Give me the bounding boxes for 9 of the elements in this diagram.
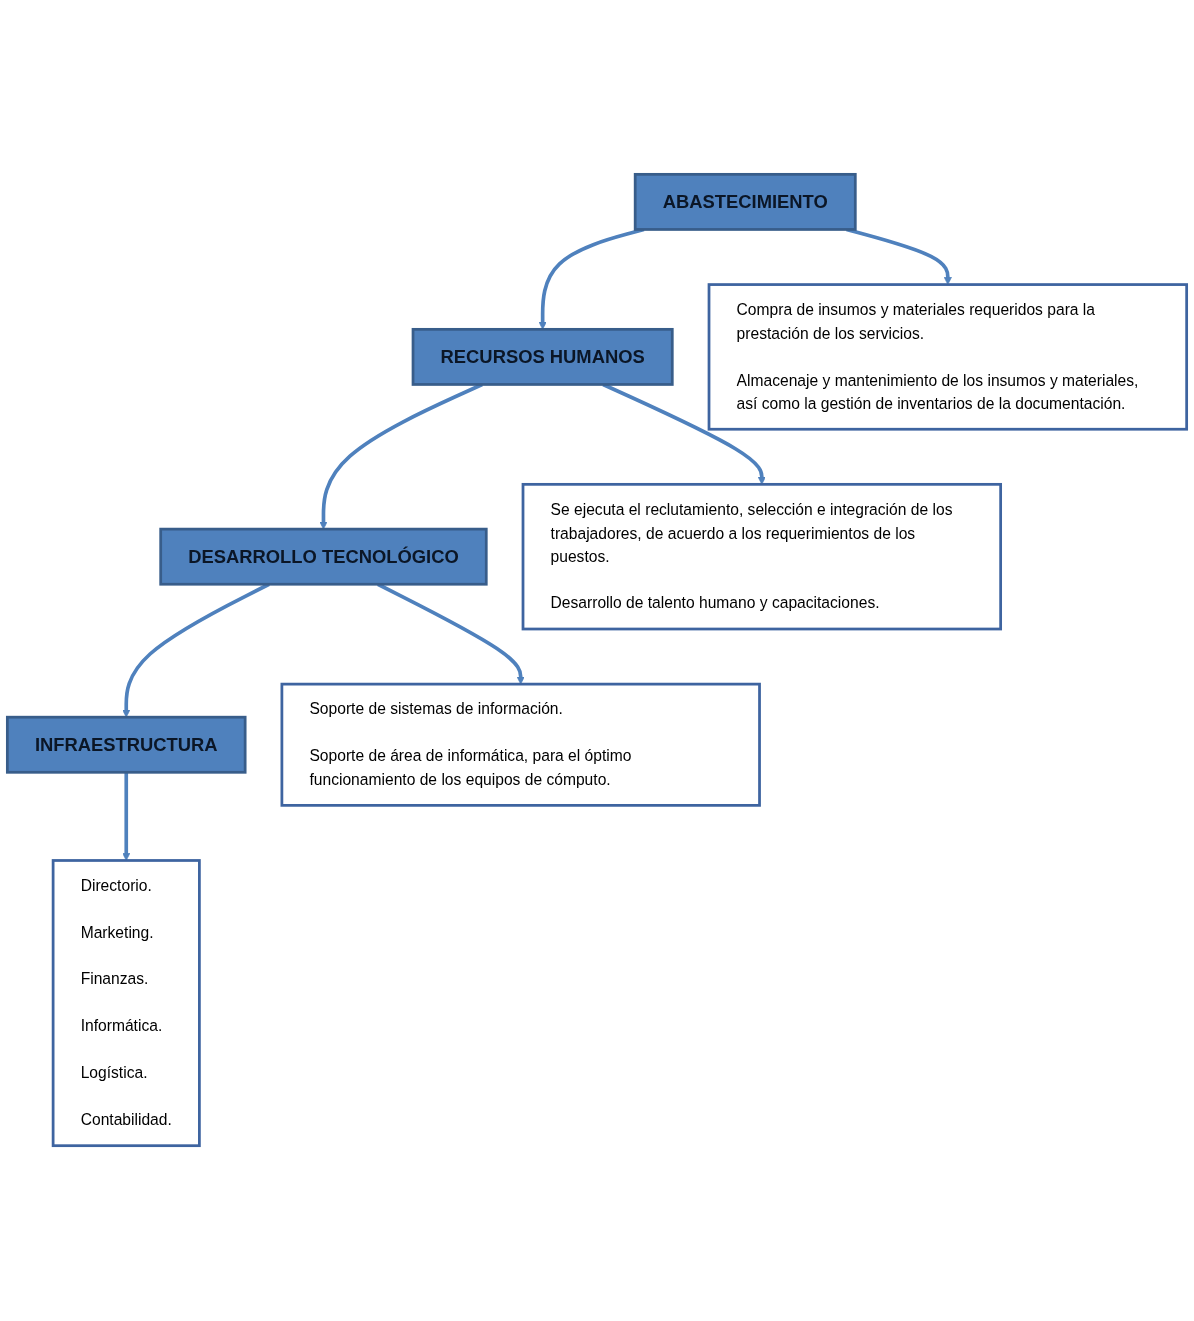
node-box: RECURSOS HUMANOS: [411, 328, 674, 387]
node-box: INFRAESTRUCTURA: [5, 716, 247, 775]
node-box: Compra de insumos y materiales requeridos para la prestación de los servicios. Almacenaje y mantenimiento de los insumos y materiales, así como la gestión de inventarios de la documentación.: [707, 283, 1189, 432]
arrow: [846, 228, 952, 286]
node-box: Soporte de sistemas de información. Soporte de área de informática, para el óptimo funcionamiento de los equipos de cómputo.: [280, 683, 761, 808]
node-box: Directorio. Marketing. Finanzas. Informática. Logística. Contabilidad.: [51, 859, 201, 1148]
node-box: DESARROLLO TECNOLÓGICO: [159, 528, 488, 587]
node-box: ABASTECIMIENTO: [633, 173, 857, 232]
node-box: Se ejecuta el reclutamiento, selección e integración de los trabajadores, de acuerdo a los requerimientos de los puestos. Desarrollo de talento humano y capacitaciones.: [521, 483, 1002, 631]
